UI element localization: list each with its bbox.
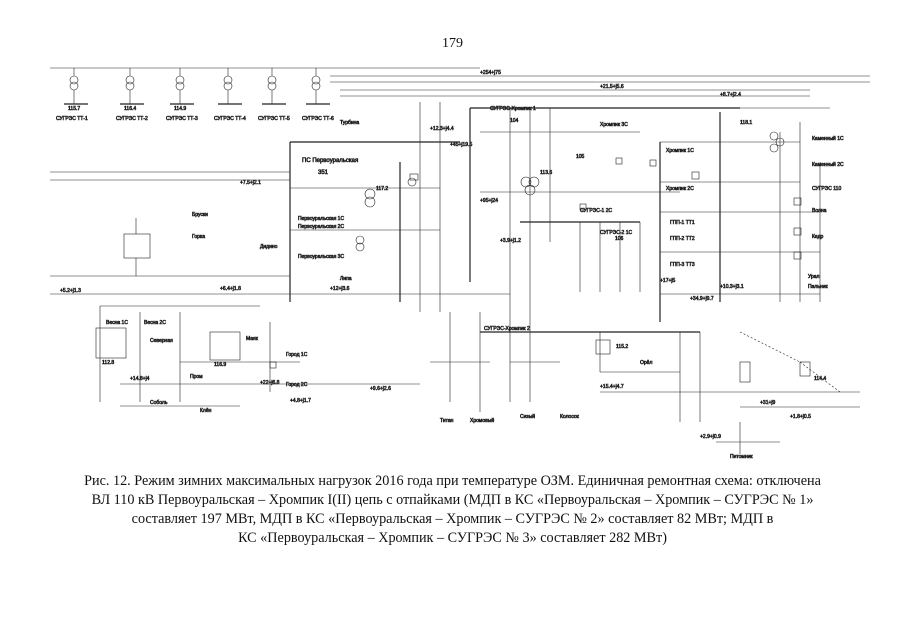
label-bruski: Бруски [192,212,208,218]
label-khrompik-2s: Хромпик 2С [666,186,694,192]
label-khrompik-1s: Хромпик 1С [666,148,694,154]
bus-voltage: 116.4 [124,106,136,112]
bus-voltage: 117.2 [376,186,388,192]
label-pitomnik: Питомник [730,454,753,460]
bus-voltage: 113.6 [540,170,552,176]
bus-voltage: 115.2 [616,344,628,350]
label-kedr: Кедр [812,234,824,240]
label-sugres-t3: СУГРЭС ТТ-3 [166,116,198,122]
flow-value: +17+j5 [660,278,676,284]
label-sugres-1: СУГРЭС-Хромпик 1 [490,106,536,112]
label-khromovyi: Хромовый [470,417,494,424]
bus-voltage: 114.4 [814,376,826,382]
caption-line-4: КС «Первоуральская – Хромпик – СУГРЭС № … [238,530,667,546]
caption-line-3: составляет 197 МВт, МДП в КС «Первоураль… [131,511,774,527]
label-goroda-1: Город 1С [286,352,308,358]
label-ves-1s: Весна 1С [106,320,128,326]
flow-value: +21.5+j5.6 [600,84,624,90]
lower-left-network [95,218,300,407]
flow-value: +2.9+j0.9 [700,434,721,440]
label-sugres-110: СУГРЭС 110 [812,186,841,192]
label-sobol: Соболь [150,400,168,406]
label-klyon: Клён [200,408,212,414]
flow-value: +9.6+j2.6 [370,386,391,392]
label-maiak: Маяк [246,336,259,342]
label-pervouralskaya-2c: Первоуральская 2С [298,224,344,230]
label-gtp3: ГПП-3 ТТ3 [670,262,695,268]
label-goroda-2: Город 2С [286,382,308,388]
flow-value: +14.8+j4 [130,376,150,382]
label-node-104: 104 [510,118,519,124]
label-sizy: Сизый [520,413,535,420]
khrompik-block [659,107,830,322]
flow-value: +15.4+j4.7 [600,384,624,390]
substation-pervouralskaya [289,102,460,312]
label-khromstal: Хромпик 3С [600,122,628,128]
figure-caption: Рис. 12. Режим зимних максимальных нагру… [60,472,845,548]
flow-value: +31+j9 [760,400,776,406]
label-sugres-2: СУГРЭС-Хромпик 2 [484,326,530,332]
bus-voltage: 116.9 [214,362,226,368]
label-pervouralskaya-ks: Первоуральская 1С [298,216,344,222]
label-turbina: Турбина [340,120,359,126]
label-node-105: 105 [576,154,585,160]
flow-value: +45+j19.5 [450,142,472,148]
label-titan: Титан [440,418,454,424]
bus-voltage: 114.9 [174,106,186,112]
label-sugres-t2: СУГРЭС ТТ-2 [116,116,148,122]
caption-line-2: ВЛ 110 кВ Первоуральская – Хромпик I(II)… [91,492,814,508]
label-gtp1: ГПП-1 ТТ1 [670,220,695,226]
flow-value: +12.3+j4.4 [430,126,454,132]
bus-voltage: 115.7 [68,106,80,112]
label-substation-main: ПС Первоуральская [302,158,358,164]
label-gtp2: ГПП-2 ТТ2 [670,236,695,242]
flow-value: +6.4+j1.8 [220,286,241,292]
flow-value: +34.9+j9.7 [690,296,714,302]
flow-value: +95+j24 [480,198,498,204]
label-node-106: 106 [615,236,624,242]
flow-value: +3.9+j1.2 [500,238,521,244]
label-prom: Пром [190,374,203,380]
label-node-351: 351 [318,170,329,176]
label-sugres-t4: СУГРЭС ТТ-4 [214,116,246,122]
label-kamennyi: Каменный 1С [812,135,844,142]
label-volna: Волна [812,208,827,214]
flow-value: +8.7+j2.4 [720,92,741,98]
page-number: 179 [442,36,463,51]
flow-value: +4.8+j1.7 [290,398,311,404]
bus-voltage: 118.1 [740,120,752,126]
label-ural: Урал [808,274,820,280]
flow-value: +7.5+j2.1 [240,180,261,186]
lower-center-network [430,312,841,454]
label-pervouralskaya-3s: Первоуральская 3С [298,254,344,260]
flow-value: +10.3+j3.1 [720,284,744,290]
bus-voltage: 112.8 [102,360,114,366]
flow-value: +12+j3.6 [330,286,350,292]
label-sugres-t1: СУГРЭС ТТ-1 [56,116,88,122]
label-lipa: Липа [340,276,352,282]
top-transformer-row [50,67,480,105]
label-orel: Орёл [640,360,652,366]
power-network-diagram: СУГРЭС ТТ-1 СУГРЭС ТТ-2 СУГРЭС ТТ-3 СУГР… [40,62,880,472]
label-palnik: Пальник [808,284,828,290]
sugres-block [407,107,740,402]
label-ves-2s: Весна 2С [144,320,166,326]
caption-line-1: Рис. 12. Режим зимних максимальных нагру… [84,473,821,489]
label-sever: Северная [150,338,173,344]
flow-value: +1.8+j0.5 [790,414,811,420]
label-sugres-t6: СУГРЭС ТТ-6 [302,116,334,122]
label-sugres-ks1: СУГРЭС-1 2С [580,208,612,214]
label-ditsk: Дидино [260,244,278,250]
label-kamennyi2: Каменный 2С [812,161,844,168]
label-sugres-t5: СУГРЭС ТТ-5 [258,116,290,122]
flow-value: +254+j75 [480,70,501,76]
flow-value: +5.2+j1.3 [60,288,81,294]
label-gorka: Горка [192,234,205,240]
label-kolosok: Колосок [560,414,580,420]
label-sugres-ks2: СУГРЭС-2 1С [600,230,632,236]
flow-value: +22+j6.8 [260,380,280,386]
